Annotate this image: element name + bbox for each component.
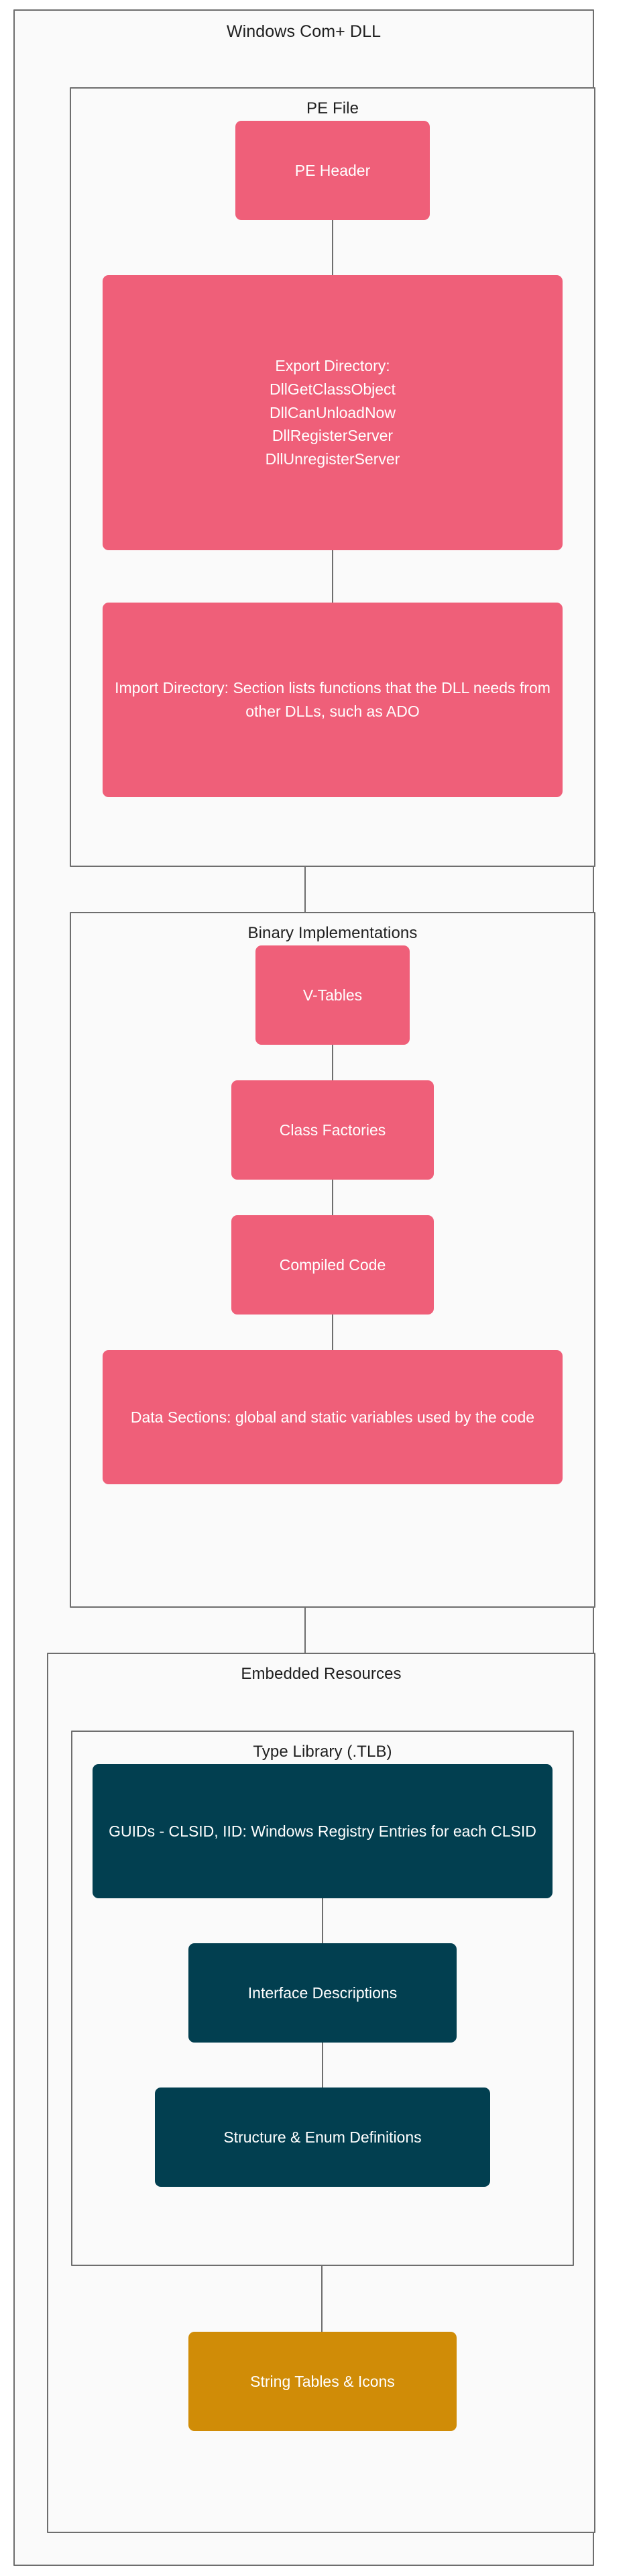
edge-pe-file-to-binary-implementations	[304, 867, 306, 912]
type-library-flow: GUIDs - CLSID, IID: Windows Registry Ent…	[72, 1764, 573, 2187]
node-class-factories[interactable]: Class Factories	[231, 1080, 434, 1180]
edge-guids-to-interface-descriptions	[322, 1898, 323, 1943]
container-embedded-resources: Embedded Resources Type Library (.TLB) G…	[47, 1653, 595, 2533]
node-v-tables[interactable]: V-Tables	[255, 945, 410, 1045]
edge-interface-descriptions-to-structure-enum	[322, 2043, 323, 2088]
node-pe-header[interactable]: PE Header	[235, 121, 430, 220]
edge-type-library-to-string-tables	[321, 2266, 323, 2332]
node-guids-clsid-iid[interactable]: GUIDs - CLSID, IID: Windows Registry Ent…	[93, 1764, 553, 1898]
container-windows-com-plus-dll: Windows Com+ DLL PE File PE Header Expor…	[13, 9, 595, 2566]
node-import-directory[interactable]: Import Directory: Section lists function…	[103, 603, 563, 797]
container-pe-file: PE File PE Header Export Directory: DllG…	[70, 87, 595, 867]
container-title-pe-file: PE File	[306, 99, 359, 117]
edge-export-directory-to-import-directory	[332, 550, 333, 603]
container-title-embedded-resources: Embedded Resources	[241, 1665, 402, 1683]
container-type-library: Type Library (.TLB) GUIDs - CLSID, IID: …	[71, 1731, 574, 2266]
container-binary-implementations: Binary Implementations V-Tables Class Fa…	[70, 912, 595, 1608]
edge-pe-header-to-export-directory	[332, 220, 333, 275]
container-title-type-library: Type Library (.TLB)	[253, 1743, 392, 1761]
container-title-windows-com-plus-dll: Windows Com+ DLL	[226, 22, 382, 41]
container-title-binary-implementations: Binary Implementations	[247, 924, 418, 942]
node-structure-enum-definitions[interactable]: Structure & Enum Definitions	[155, 2088, 490, 2187]
node-compiled-code[interactable]: Compiled Code	[231, 1215, 434, 1315]
node-export-directory[interactable]: Export Directory: DllGetClassObject DllC…	[103, 275, 563, 550]
edge-binary-implementations-to-embedded-resources	[304, 1608, 306, 1653]
pe-file-flow: PE Header Export Directory: DllGetClassO…	[71, 121, 594, 797]
node-string-tables-and-icons[interactable]: String Tables & Icons	[188, 2332, 457, 2431]
node-data-sections[interactable]: Data Sections: global and static variabl…	[103, 1350, 563, 1484]
edge-v-tables-to-class-factories	[332, 1045, 333, 1080]
node-interface-descriptions[interactable]: Interface Descriptions	[188, 1943, 457, 2043]
binary-implementations-flow: V-Tables Class Factories Compiled Code D…	[71, 945, 594, 1484]
edge-compiled-code-to-data-sections	[332, 1315, 333, 1350]
edge-class-factories-to-compiled-code	[332, 1180, 333, 1215]
